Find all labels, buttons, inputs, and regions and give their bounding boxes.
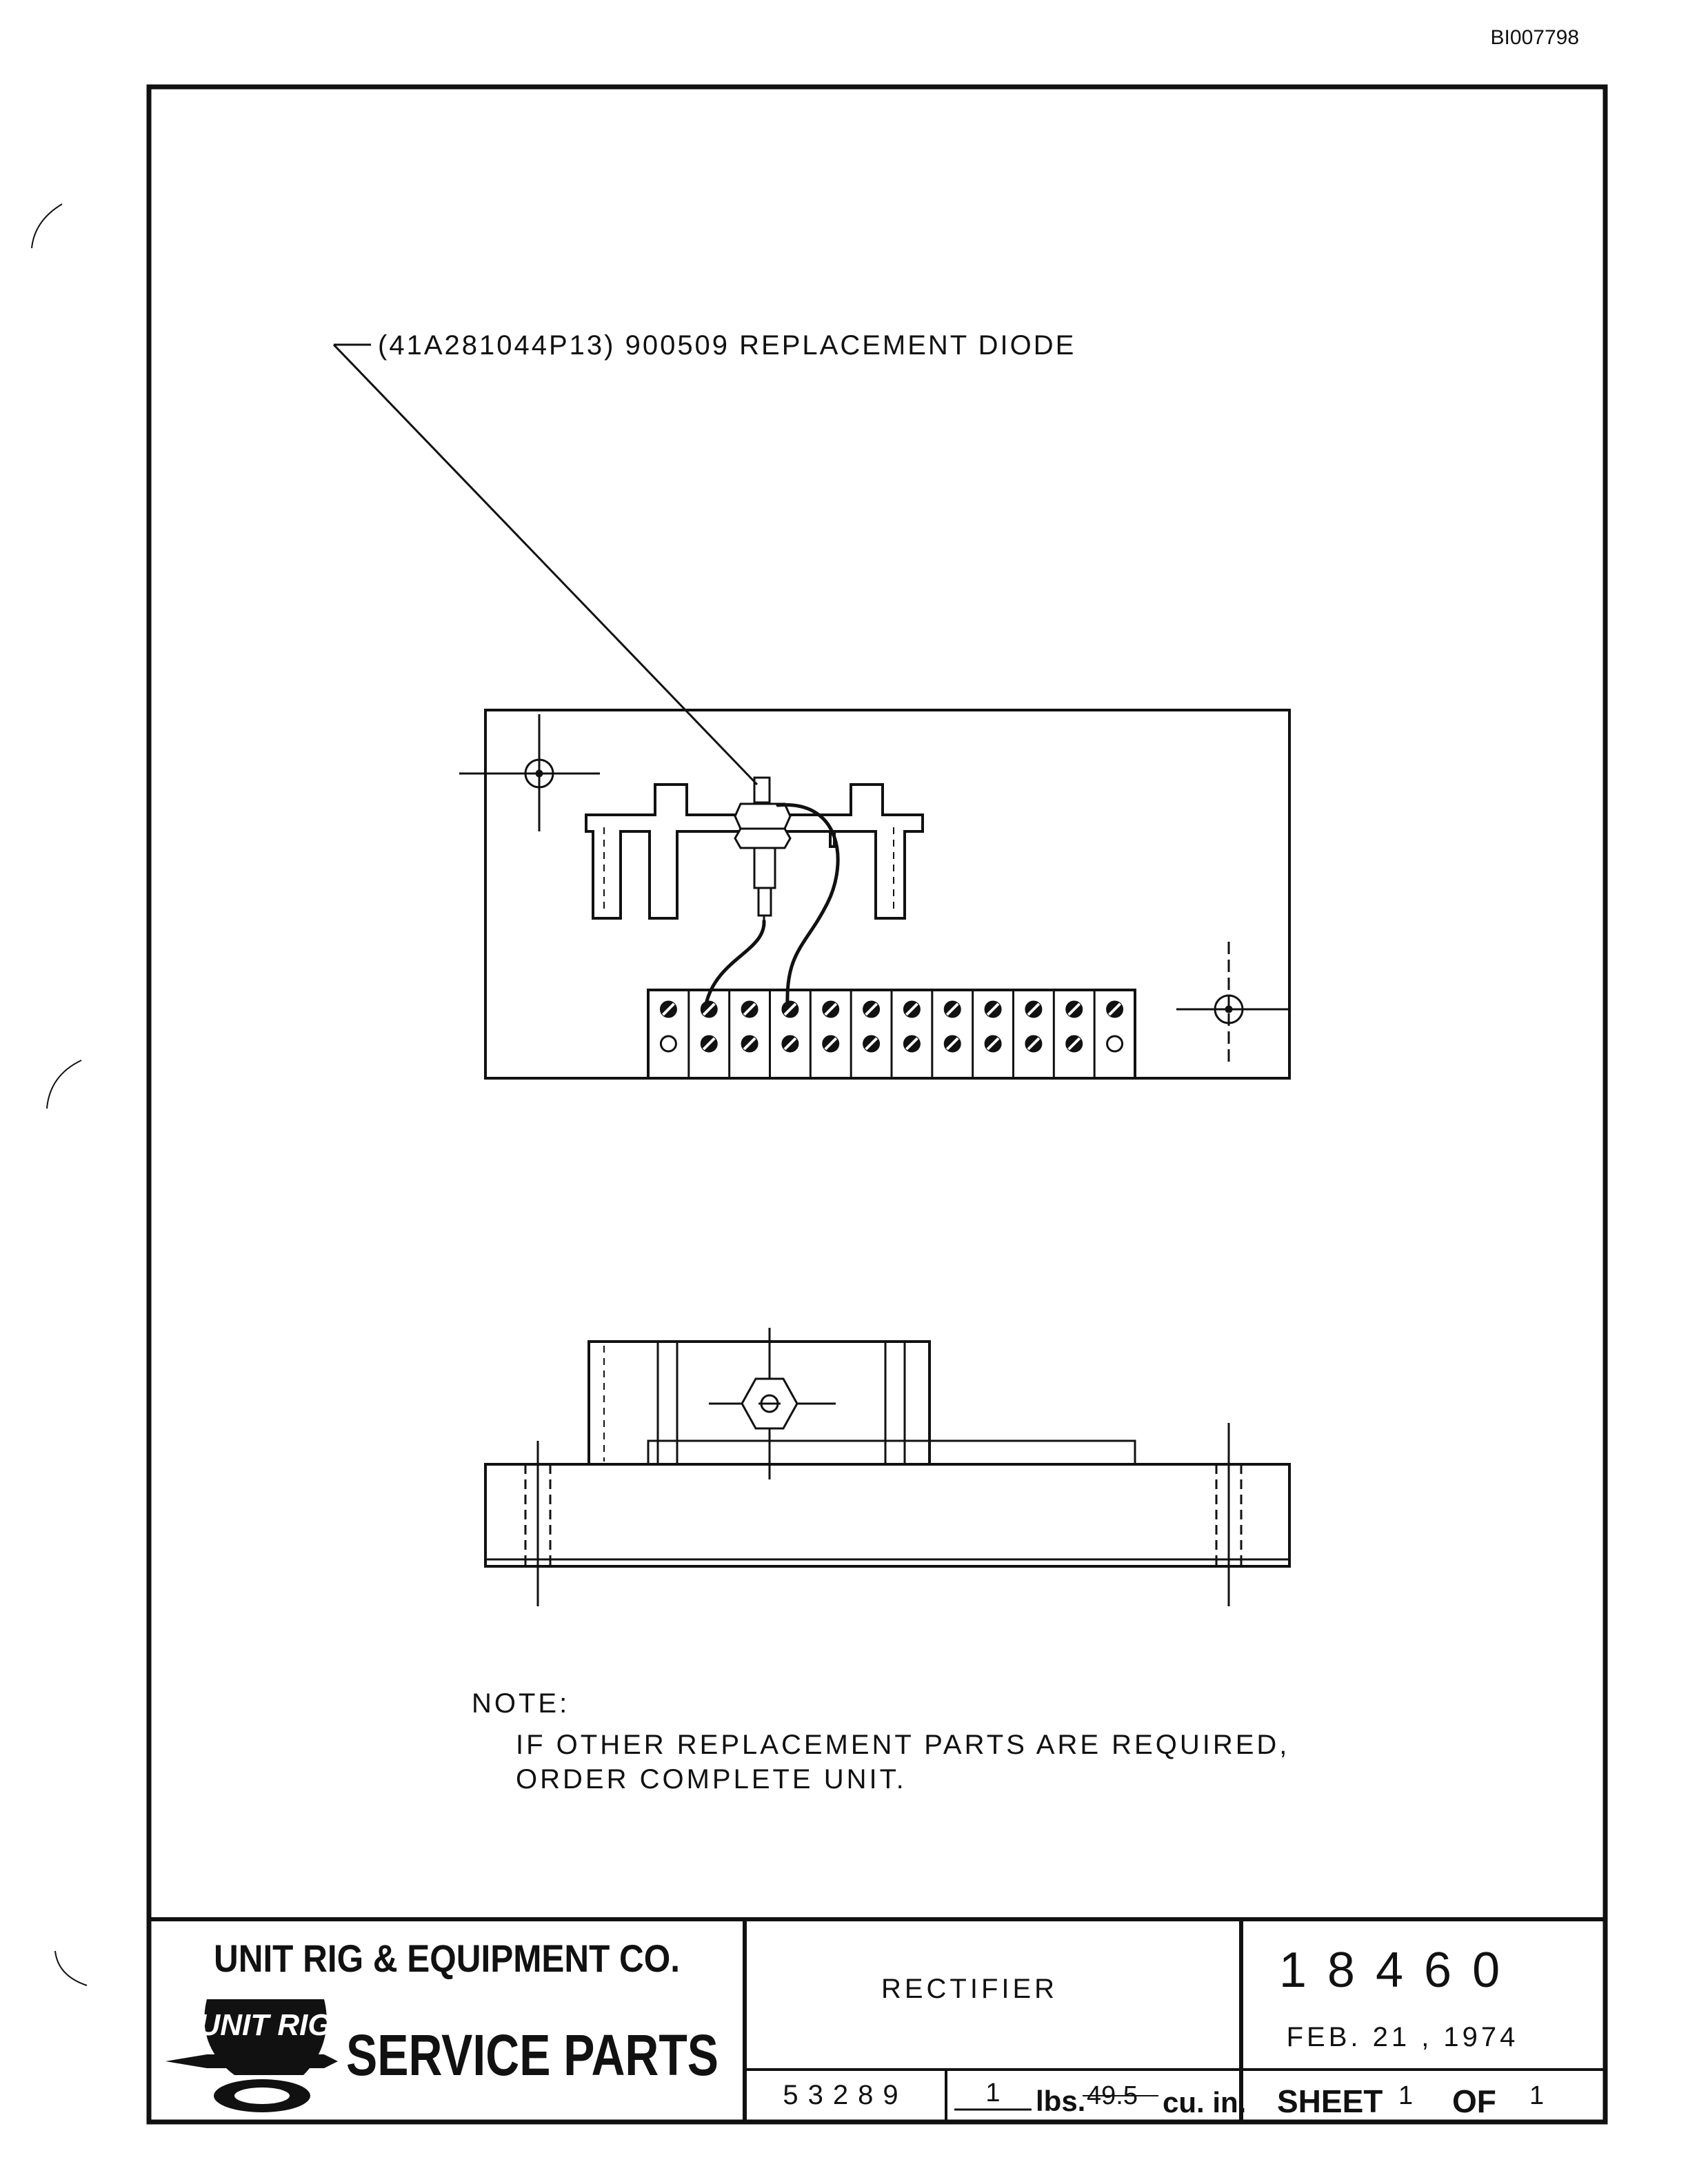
rectifier-top-view <box>332 343 1291 1080</box>
terminal-screw-slot <box>945 1037 959 1051</box>
side-diode-hex <box>709 1328 836 1479</box>
part-code: 53289 <box>783 2080 907 2110</box>
terminal-screw-slot <box>783 1002 797 1016</box>
unit-rig-logo: UNIT RIG <box>165 1999 338 2112</box>
terminal-screw-slot <box>986 1037 1000 1051</box>
mounting-hole-left <box>459 714 600 831</box>
company-name: UNIT RIG & EQUIPMENT CO. <box>214 1937 680 1980</box>
side-terminal-strip <box>647 1439 1136 1466</box>
sheet-label: SHEET <box>1277 2083 1383 2119</box>
terminal-screw-slot <box>662 1002 675 1016</box>
terminal-strip <box>647 989 1136 1080</box>
volume-unit: cu. in. <box>1163 2086 1246 2119</box>
drawing-border <box>146 84 1608 2125</box>
terminal-screw-slot <box>905 1002 918 1016</box>
terminal-screw-slot <box>824 1002 838 1016</box>
part-name: RECTIFIER <box>881 1974 1058 2004</box>
terminal-screw-slot <box>865 1002 878 1016</box>
terminal-screw-slot <box>702 1037 716 1051</box>
service-parts-label: SERVICE PARTS <box>346 2023 719 2087</box>
drawing-number: 18460 <box>1279 1943 1520 1998</box>
side-base-plate <box>484 1463 1291 1568</box>
callout-leader <box>332 343 758 786</box>
terminal-screw-slot <box>743 1037 756 1051</box>
note-line-2: ORDER COMPLETE UNIT. <box>516 1764 907 1794</box>
binder-hole-marks <box>31 203 88 1986</box>
sheet-number: 1 <box>1398 2081 1413 2110</box>
terminal-screw-slot <box>824 1037 838 1051</box>
weight-value: 1 <box>985 2079 1000 2107</box>
terminal-screw-slot <box>986 1002 1000 1016</box>
rectifier-side-view <box>484 1328 1291 1606</box>
document-id: BI007798 <box>1491 26 1579 49</box>
logo-text: UNIT RIG <box>198 2008 331 2042</box>
terminal-screw-slot <box>1067 1002 1081 1016</box>
note-heading: NOTE: <box>472 1688 570 1719</box>
terminal-screw-slot <box>743 1002 756 1016</box>
mounting-hole-right <box>1176 942 1289 1062</box>
replacement-diode <box>734 776 792 925</box>
of-label: OF <box>1452 2083 1496 2119</box>
side-mounting-hole-left <box>524 1441 552 1606</box>
drawing-date: FEB. 21 , 1974 <box>1287 2022 1519 2052</box>
weight-volume: 1 lbs. 49.5 cu. in. <box>954 2079 1246 2119</box>
sheet-count: SHEET 1 OF 1 <box>1277 2081 1544 2119</box>
mounting-plate <box>484 709 1291 1080</box>
sheet-total: 1 <box>1529 2081 1544 2110</box>
side-heat-sink <box>587 1340 931 1466</box>
title-block: UNIT RIG & EQUIPMENT CO. UNIT RIG SERVIC… <box>149 1917 1605 2122</box>
terminal-screw-slot <box>1067 1037 1081 1051</box>
terminal-screw-slot <box>1108 1002 1121 1016</box>
callout-label: (41A281044P13) 900509 REPLACEMENT DIODE <box>378 330 1076 361</box>
terminal-screw-slot <box>1027 1002 1041 1016</box>
terminal-screw-slot <box>783 1037 797 1051</box>
terminal-screw-slot <box>905 1037 918 1051</box>
terminal-hole <box>1106 1035 1124 1053</box>
side-mounting-hole-right <box>1215 1423 1243 1606</box>
terminal-hole <box>659 1035 677 1053</box>
note: NOTE: IF OTHER REPLACEMENT PARTS ARE REQ… <box>472 1688 1289 1794</box>
terminal-screw-slot <box>1027 1037 1041 1051</box>
terminal-screw-slot <box>865 1037 878 1051</box>
heat-sink-bracket <box>585 783 924 920</box>
terminal-screw-slot <box>702 1002 716 1016</box>
terminal-screw-slot <box>945 1002 959 1016</box>
weight-unit: lbs. <box>1036 2085 1085 2117</box>
note-line-1: IF OTHER REPLACEMENT PARTS ARE REQUIRED, <box>516 1730 1289 1760</box>
